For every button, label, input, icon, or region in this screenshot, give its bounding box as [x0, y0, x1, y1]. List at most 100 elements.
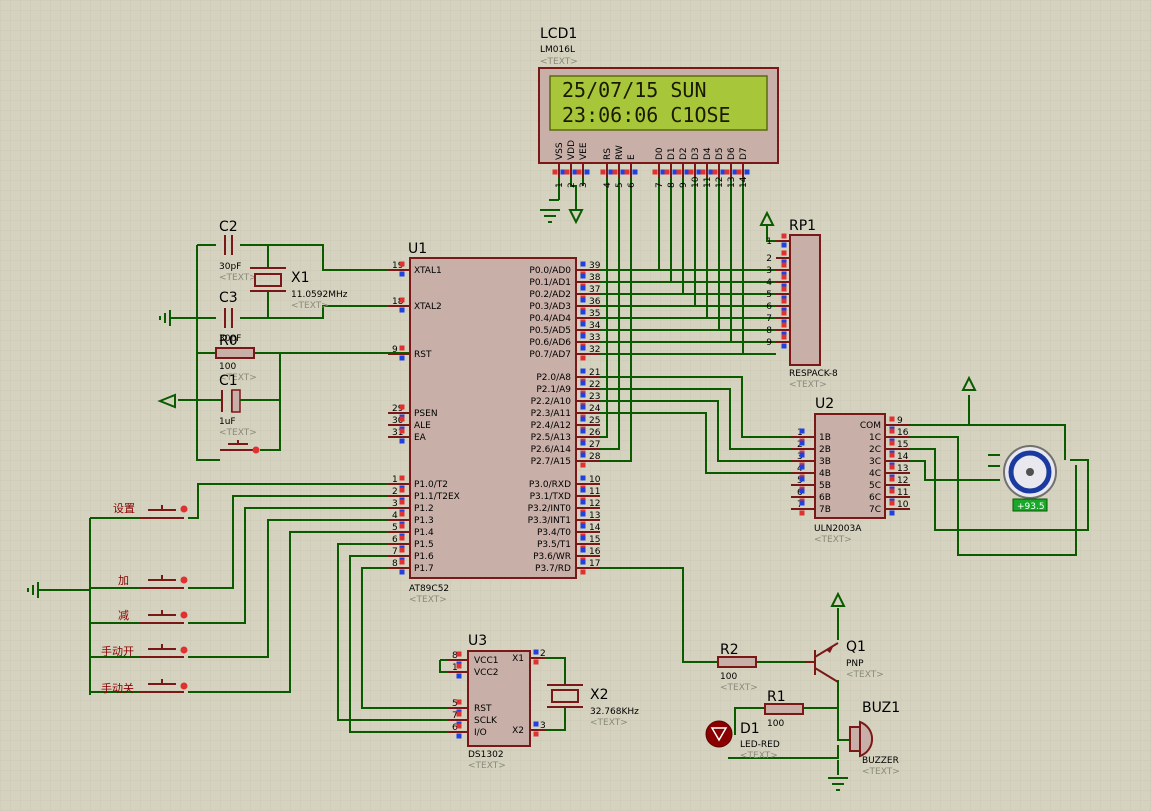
x1-text-tag: <TEXT>: [291, 301, 329, 311]
u1-pin-label: P2.2/A10: [531, 397, 572, 407]
c1-capacitor[interactable]: C1 1uF <TEXT>: [215, 373, 257, 438]
u1-pin-label: P0.3/AD3: [529, 302, 571, 312]
pin-marker: [799, 500, 805, 506]
button-minus-label: 减: [118, 609, 129, 622]
x1-ref: X1: [291, 270, 310, 286]
pin-marker: [684, 169, 690, 175]
reset-button[interactable]: [220, 440, 260, 454]
stepper-motor[interactable]: +93.5: [1003, 445, 1057, 512]
c3-capacitor[interactable]: C3 30pF: [219, 290, 241, 344]
reset-button-contact: [252, 446, 260, 454]
button-manual-close[interactable]: 手动关: [101, 679, 188, 695]
d1-body: [705, 720, 733, 748]
u1-pin-label: P3.1/TXD: [530, 492, 571, 502]
pin-marker: [652, 169, 658, 175]
button-minus[interactable]: 减: [118, 609, 188, 624]
lcd1-screen: [549, 75, 768, 131]
pin-marker: [580, 475, 586, 481]
u3-pin-label: X1: [512, 654, 524, 664]
u3-part: DS1302: [468, 750, 504, 760]
x2-crystal[interactable]: X2 32.768KHz <TEXT>: [547, 684, 639, 728]
pin-marker: [732, 169, 738, 175]
c2-capacitor[interactable]: C2 30pF <TEXT>: [219, 219, 257, 283]
pin-marker: [580, 380, 586, 386]
u1-pin-label: P2.1/A9: [536, 385, 571, 395]
c2-value: 30pF: [219, 262, 241, 272]
pin-marker: [580, 333, 586, 339]
d1-text-tag: <TEXT>: [740, 751, 778, 761]
u1-pin-number: 38: [589, 273, 601, 283]
pin-marker: [533, 649, 539, 655]
pin-marker: [712, 169, 718, 175]
u2-pin-label: 1B: [819, 433, 831, 443]
r2-resistor[interactable]: R2 100 <TEXT>: [717, 642, 758, 693]
u3-ds1302[interactable]: U3 DS1302 <TEXT> VCC18VCC21RST5SCLK7I/O6…: [448, 633, 546, 771]
u1-pin-number: 13: [589, 511, 600, 521]
u2-pin-label: 6B: [819, 493, 831, 503]
u2-uln2003a[interactable]: U2 ULN2003A <TEXT> 1B12B23B34B45B56B67B7…: [791, 396, 910, 545]
buz1-ref: BUZ1: [862, 700, 900, 716]
buz1-body: [849, 726, 861, 752]
q1-transistor[interactable]: Q1 PNP <TEXT>: [805, 639, 884, 683]
pin-marker: [584, 169, 590, 175]
lcd1-text-tag: <TEXT>: [540, 57, 578, 67]
c3-value: 30pF: [219, 334, 241, 344]
buzzer-icon: [859, 720, 874, 758]
motor-readout-box: [1012, 498, 1048, 512]
pin-marker: [799, 464, 805, 470]
u1-mcu[interactable]: U1 AT89C52 <TEXT> XTAL119XTAL218RST9PSEN…: [388, 241, 601, 605]
pin-marker: [620, 169, 626, 175]
u3-pin-number: 5: [452, 699, 458, 709]
button-set-label: 设置: [113, 502, 135, 515]
x1-crystal[interactable]: X1 11.0592MHz <TEXT>: [250, 267, 348, 311]
pin-marker: [720, 169, 726, 175]
u1-pin-label: XTAL2: [414, 302, 442, 312]
buz1-buzzer[interactable]: BUZ1 BUZZER <TEXT>: [849, 700, 900, 777]
u3-pin-label: X2: [512, 726, 524, 736]
power-arrow-icon: [759, 210, 775, 226]
button-manual-open[interactable]: 手动开: [101, 644, 188, 658]
u2-pin-label: 5B: [819, 481, 831, 491]
d1-led[interactable]: D1 LED-RED <TEXT>: [705, 720, 780, 761]
pin-marker: [580, 511, 586, 517]
r1-resistor[interactable]: R1 100: [764, 689, 804, 729]
pin-marker: [781, 286, 787, 292]
pin-marker: [580, 392, 586, 398]
motor-readout: +93.5: [1017, 502, 1045, 512]
u3-pin-label: VCC1: [474, 656, 498, 666]
u2-pin-label: 7B: [819, 505, 831, 515]
u3-text-tag: <TEXT>: [468, 761, 506, 771]
u2-pin-number: 15: [897, 440, 908, 450]
r0-resistor[interactable]: R0 100 <TEXT>: [215, 333, 257, 383]
pin-marker: [799, 440, 805, 446]
u2-ref: U2: [815, 396, 834, 412]
button-set[interactable]: 设置: [113, 502, 188, 519]
u1-pin-number: 30: [392, 416, 404, 426]
u1-pin-label: P3.3/INT1: [528, 516, 571, 526]
u1-text-tag: <TEXT>: [409, 595, 447, 605]
lcd1[interactable]: LCD1 LM016L <TEXT> 25/07/15 SUN 23:06:06…: [538, 26, 779, 188]
lcd1-pin-number: 2: [567, 182, 577, 188]
lcd1-line2: 23:06:06 C1OSE: [562, 103, 731, 127]
pin-marker: [580, 547, 586, 553]
pin-marker: [781, 331, 787, 337]
u1-pin-number: 23: [589, 392, 600, 402]
pin-marker: [580, 404, 586, 410]
pin-marker: [399, 535, 405, 541]
u1-body: [409, 257, 577, 579]
pin-marker: [781, 274, 787, 280]
x1-value: 11.0592MHz: [291, 290, 348, 300]
button-manual-close-contact: [180, 682, 188, 690]
r1-ref: R1: [767, 689, 786, 705]
u1-pin-label: P0.6/AD6: [529, 338, 571, 348]
u1-pin-number: 37: [589, 285, 600, 295]
pin-marker: [700, 169, 706, 175]
pin-marker: [580, 273, 586, 279]
pin-marker: [580, 440, 586, 446]
pin-marker: [889, 510, 895, 516]
pin-marker: [781, 259, 787, 265]
pin-marker: [889, 476, 895, 482]
u1-pin-label: EA: [414, 433, 427, 443]
button-plus[interactable]: 加: [118, 574, 188, 589]
